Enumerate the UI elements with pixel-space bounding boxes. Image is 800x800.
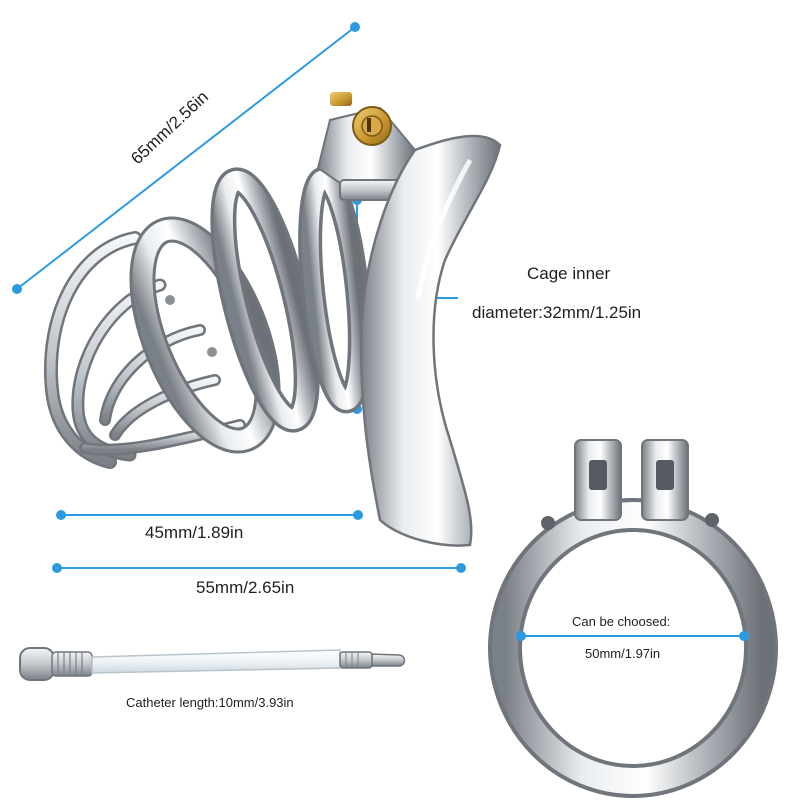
- dimension-line-cage-length: [56, 510, 363, 520]
- base-ring: [359, 134, 502, 547]
- inner-diameter-label-line2: diameter:32mm/1.25in: [472, 303, 642, 322]
- base-ring-alt: [488, 439, 778, 798]
- catheter-length-label: Catheter length:10mm/3.93in: [126, 695, 294, 710]
- ring-size-label-line1: Can be choosed:: [572, 614, 671, 629]
- dimension-line-total-length: [52, 563, 466, 573]
- inner-diameter-label-line1: Cage inner: [527, 264, 611, 283]
- total-length-label: 55mm/2.65in: [196, 578, 295, 597]
- ring-size-label-line2: 50mm/1.97in: [585, 646, 661, 661]
- catheter: [19, 647, 406, 681]
- dimension-line-ring-diameter: [516, 631, 749, 641]
- cage-ring-front: [129, 216, 281, 454]
- cage-ring-rear: [298, 166, 372, 414]
- cage-ring-middle: [210, 167, 320, 433]
- dimension-line-overall: [12, 22, 360, 294]
- cage-length-label: 45mm/1.89in: [145, 523, 244, 542]
- lock-icon: [330, 92, 392, 146]
